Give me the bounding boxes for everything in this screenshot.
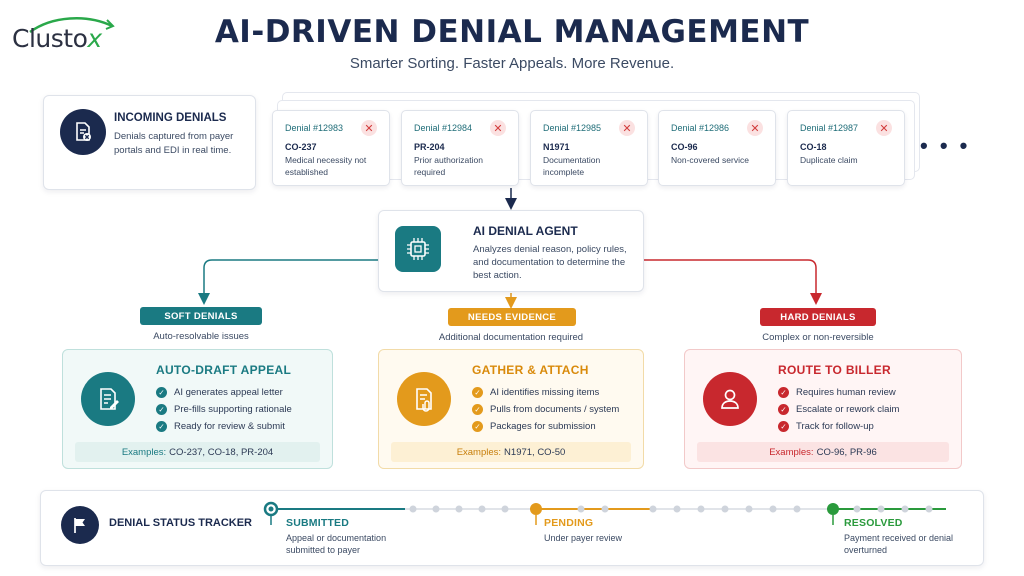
document-x-icon [60,109,106,155]
user-icon [703,372,757,426]
tracker-title: DENIAL STATUS TRACKER [109,517,252,529]
incoming-denials-card: INCOMING DENIALS Denials captured from p… [43,95,256,190]
stage-dot-pending [530,503,542,515]
stage-name: PENDING [544,517,594,529]
stage-description: Payment received or denial overturned [844,533,954,555]
denial-card[interactable]: Denial #12984 ✕ PR-204 Prior authorizati… [401,110,519,186]
panel-title: ROUTE TO BILLER [778,363,891,377]
close-icon[interactable]: ✕ [490,120,506,136]
denial-description: Duplicate claim [800,155,858,165]
denial-card[interactable]: Denial #12986 ✕ CO-96 Non-covered servic… [658,110,776,186]
category-soft-description: Auto-resolvable issues [153,331,249,342]
denial-id: Denial #12986 [671,123,730,133]
denial-id: Denial #12984 [414,123,473,133]
tracker-timeline [263,501,946,525]
denial-id: Denial #12985 [543,123,602,133]
panel-checklist: ✓Requires human review ✓Escalate or rewo… [778,384,899,435]
panel-examples: Examples:CO-96, PR-96 [697,442,949,462]
category-hard-denials: HARD DENIALS [760,308,876,326]
checklist-item: ✓Pre-fills supporting rationale [156,401,292,418]
stage-dot-resolved [827,503,839,515]
checklist-item: ✓Packages for submission [472,418,619,435]
logo-text: Clustox [12,24,102,53]
checklist-item: ✓AI generates appeal letter [156,384,292,401]
check-icon: ✓ [156,421,167,432]
category-evidence-description: Additional documentation required [438,332,584,343]
checklist-item: ✓Ready for review & submit [156,418,292,435]
denial-code: PR-204 [414,142,445,152]
checklist-item: ✓AI identifies missing items [472,384,619,401]
denial-code: CO-237 [285,142,317,152]
ai-denial-agent-card: AI DENIAL AGENT Analyzes denial reason, … [378,210,644,292]
stage-name: SUBMITTED [286,517,350,529]
checklist-item: ✓Escalate or rework claim [778,401,899,418]
category-needs-evidence: NEEDS EVIDENCE [448,308,576,326]
check-icon: ✓ [472,421,483,432]
page-title: AI-DRIVEN DENIAL MANAGEMENT [214,14,810,50]
document-clip-icon [397,372,451,426]
document-pen-icon [81,372,135,426]
panel-examples: Examples:CO-237, CO-18, PR-204 [75,442,320,462]
panel-title: AUTO-DRAFT APPEAL [156,363,292,377]
panel-examples: Examples:N1971, CO-50 [391,442,631,462]
denial-id: Denial #12987 [800,123,859,133]
panel-title: GATHER & ATTACH [472,363,589,377]
stage-resolved: RESOLVED Payment received or denial over… [844,517,974,556]
close-icon[interactable]: ✕ [876,120,892,136]
denial-id: Denial #12983 [285,123,344,133]
panel-checklist: ✓AI generates appeal letter ✓Pre-fills s… [156,384,292,435]
denial-code: CO-18 [800,142,827,152]
denial-description: Prior authorization required [414,155,483,177]
agent-description: Analyzes denial reason, policy rules, an… [473,244,627,281]
close-icon[interactable]: ✕ [747,120,763,136]
auto-draft-appeal-panel: AUTO-DRAFT APPEAL ✓AI generates appeal l… [62,349,333,469]
denial-description: Non-covered service [671,155,749,165]
category-hard-description: Complex or non-reversible [762,332,874,343]
agent-title: AI DENIAL AGENT [473,224,578,238]
denial-card[interactable]: Denial #12985 ✕ N1971 Documentation inco… [530,110,648,186]
chip-icon [395,226,441,272]
category-soft-denials: SOFT DENIALS [140,307,262,325]
denial-code: CO-96 [671,142,698,152]
close-icon[interactable]: ✕ [361,120,377,136]
page-subtitle: Smarter Sorting. Faster Appeals. More Re… [349,55,675,72]
stage-name: RESOLVED [844,517,903,529]
check-icon: ✓ [778,387,789,398]
check-icon: ✓ [778,421,789,432]
denial-description: Medical necessity not established [285,155,367,177]
incoming-denials-description: Denials captured from payer portals and … [114,131,234,156]
close-icon[interactable]: ✕ [619,120,635,136]
checklist-item: ✓Track for follow-up [778,418,899,435]
check-icon: ✓ [472,387,483,398]
logo-swoosh-icon [29,17,115,34]
stage-description: Appeal or documentation submitted to pay… [286,533,387,555]
arrow-to-hard [644,259,822,305]
incoming-denials-title: INCOMING DENIALS [114,112,227,124]
denial-card[interactable]: Denial #12987 ✕ CO-18 Duplicate claim [787,110,905,186]
check-icon: ✓ [156,387,167,398]
denial-description: Documentation incomplete [543,155,601,177]
brand-logo: Clustox [12,12,122,58]
checklist-item: ✓Pulls from documents / system [472,401,619,418]
stage-submitted: SUBMITTED Appeal or documentation submit… [286,517,426,556]
denial-card[interactable]: Denial #12983 ✕ CO-237 Medical necessity… [272,110,390,186]
arrow-to-soft [198,259,378,305]
stage-pending: PENDING Under payer review [544,517,684,544]
gather-attach-panel: GATHER & ATTACH ✓AI identifies missing i… [378,349,644,469]
checklist-item: ✓Requires human review [778,384,899,401]
check-icon: ✓ [156,404,167,415]
more-denials-ellipsis[interactable]: • • • [920,133,971,158]
flag-icon [61,506,99,544]
route-to-biller-panel: ROUTE TO BILLER ✓Requires human review ✓… [684,349,962,469]
denial-status-tracker: DENIAL STATUS TRACKER SUBMITTED Appeal o… [40,490,984,566]
check-icon: ✓ [778,404,789,415]
denial-code: N1971 [543,142,570,152]
panel-checklist: ✓AI identifies missing items ✓Pulls from… [472,384,619,435]
check-icon: ✓ [472,404,483,415]
stage-description: Under payer review [544,533,623,543]
